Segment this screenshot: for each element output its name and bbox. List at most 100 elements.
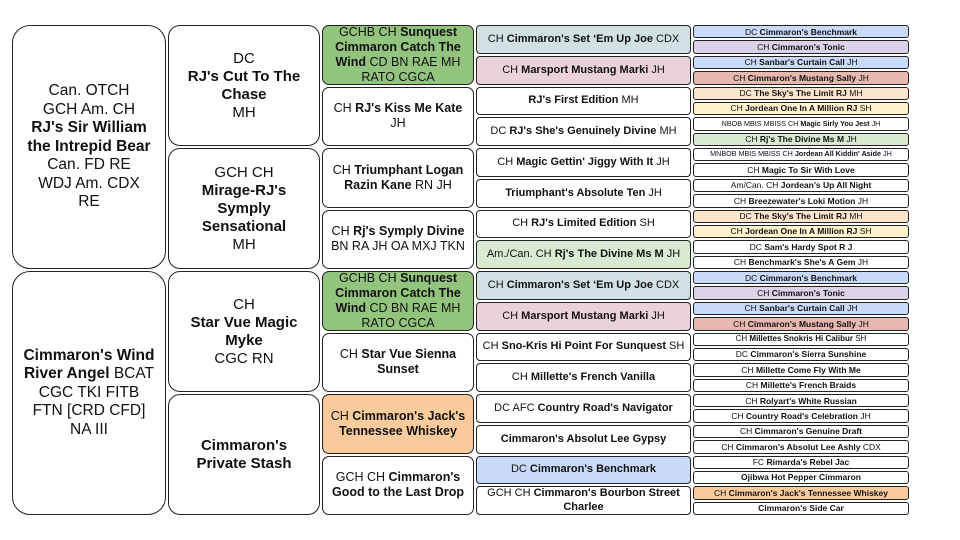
dog-label: CH Millette's French Braids <box>746 380 856 390</box>
dog-titles-prefix: Can. OTCH <box>48 81 130 99</box>
dog-titles-prefix: CH <box>730 103 746 114</box>
dog-name: Magic To Sir With Love <box>761 164 855 175</box>
dog-name: Cimmaron's Absolut Lee Gypsy <box>500 432 667 445</box>
dog-titles-prefix: CH <box>745 380 761 391</box>
dog-name: Cimmaron's Bourbon Street Charlee <box>533 487 680 513</box>
dog-label: DC Cimmaron's Benchmark <box>745 273 857 283</box>
dog-label: CH Cimmaron's Mustang Sally JH <box>733 319 869 329</box>
gen5-dog-box: CH Cimmaron's Jack's Tennessee Whiskey <box>693 486 909 500</box>
dog-name: Sno-Kris Hi Point For Sunquest <box>501 340 666 353</box>
dog-label: Am/Can. CH Jordean's Up All Night <box>731 180 872 190</box>
dog-label: CH Breezewater's Loki Motion JH <box>734 196 868 206</box>
dog-label: CH Marsport Mustang Marki JH <box>502 310 665 323</box>
dog-name: Cimmaron's Mustang Sally <box>747 72 857 83</box>
dog-name: RJ's Kiss Me Kate <box>355 101 463 116</box>
dog-name: Cimmaron's Tonic <box>771 41 845 52</box>
dog-name: Cimmaron's Jack's Tennessee Whiskey <box>339 408 466 438</box>
dog-name: RJ's Sir William the Intrepid Bear <box>27 119 151 155</box>
dog-name: Country Road's Navigator <box>537 401 673 414</box>
dog-name: Triumphant's Absolute Ten <box>505 186 646 199</box>
gen5-dog-box: FC Rimarda's Rebel Jac <box>693 455 909 469</box>
gen5-dog-box: DC Cimmaron's Benchmark <box>693 271 909 285</box>
dog-name: RJ's Cut To The Chase <box>187 67 301 103</box>
dog-label: CH Cimmaron's Tonic <box>757 42 845 52</box>
dog-name: Millette Come Fly With Me <box>755 364 861 375</box>
dog-name: Cimmaron's Set ‘Em Up Joe <box>506 32 653 45</box>
dog-name: RJ's She's Genuinely Divine <box>509 125 657 138</box>
dog-name: Triumphant Logan Razin Kane <box>344 162 464 192</box>
dog-name: The Sky's The Limit RJ <box>754 88 847 99</box>
dog-titles-prefix: CH <box>502 309 522 322</box>
dog-titles-prefix: CH <box>331 224 354 239</box>
dog-titles-suffix: BCAT <box>109 365 155 383</box>
gen5-dog-box: CH Breezewater's Loki Motion JH <box>693 194 909 208</box>
dog-titles-suffix: WDJ Am. CDX <box>38 174 140 192</box>
gen5-dog-box: Cimmaron's Side Car <box>693 501 909 515</box>
dog-titles-prefix: GCH Am. CH <box>42 100 136 118</box>
dog-name: Cimmaron's Benchmark <box>529 463 657 476</box>
gen5-dog-box: CH Millette's French Braids <box>693 378 909 392</box>
gen4-dog-box: CH Millette's French Vanilla <box>476 363 691 392</box>
dog-name: Country Road's Celebration <box>745 410 858 421</box>
dog-label: CH Jordean One In A Million RJ SH <box>730 103 871 113</box>
dog-titles-suffix: JH <box>855 257 869 268</box>
gen5-dog-box: CH Sanbar's Curtain Call JH <box>693 301 909 316</box>
dog-label: CH Cimmaron's Tonic <box>757 288 845 298</box>
dog-titles-suffix: MH <box>846 211 863 222</box>
gen3-dog-box: CH RJ's Kiss Me Kate JH <box>322 86 474 146</box>
dog-label: Cimmaron's Private Stash <box>177 437 311 473</box>
dog-titles-suffix: JH <box>856 72 869 83</box>
dog-label: CH Cimmaron's Absolut Lee Ashly CDX <box>721 442 881 452</box>
dog-titles-suffix: RE <box>78 193 100 211</box>
dog-titles-suffix: SH <box>857 226 872 237</box>
dog-titles-suffix: CD BN RAE MH RATO CGCA <box>361 54 461 84</box>
dog-label: CH Star Vue Sienna Sunset <box>329 347 467 377</box>
dog-titles-prefix: DC <box>739 211 755 222</box>
dog-titles-suffix: JH <box>856 318 869 329</box>
dog-titles-suffix: SH <box>853 334 867 344</box>
dog-titles-prefix: CH <box>744 57 760 68</box>
dog-label: Ojibwa Hot Pepper Cimmaron <box>741 472 861 482</box>
gen5-dog-box: CH Cimmaron's Absolut Lee Ashly CDX <box>693 440 909 454</box>
gen4-dog-box: Am./Can. CH Rj's The Divine Ms M JH <box>476 240 691 269</box>
dog-label: CH Marsport Mustang Marki JH <box>502 64 665 77</box>
dog-label: MNBOB MBIS MBISS CH Jordean All Kiddin' … <box>710 150 892 159</box>
dog-titles-suffix: CDX <box>652 278 680 291</box>
dog-name: Rolyart's White Russian <box>759 395 857 406</box>
gen5-dog-box: CH Sanbar's Curtain Call JH <box>693 55 909 70</box>
dog-name: Marsport Mustang Marki <box>521 309 649 322</box>
dog-titles-suffix: MH <box>232 103 256 121</box>
dog-titles-prefix: DC <box>233 49 255 67</box>
dog-label: NBOB MBIS MBISS CH Magic Sirly You Jest … <box>722 119 881 129</box>
dog-titles-prefix: Am/Can. CH <box>730 180 781 191</box>
dog-label: CH RJ's Limited Edition SH <box>512 217 655 230</box>
gen5-dog-box: CH Cimmaron's Genuine Draft <box>693 424 909 439</box>
dog-label: CH Country Road's Celebration JH <box>731 411 870 421</box>
dog-name: Cimmaron's Side Car <box>758 503 844 514</box>
dog-titles-suffix: CD BN RAE MH RATO CGCA <box>361 300 461 330</box>
dog-titles-suffix: NA III <box>70 420 108 438</box>
gen4-dog-box: CH Magic Gettin' Jiggy With It JH <box>476 148 691 177</box>
dog-label: CH Rj's Symply Divine BN RA JH OA MXJ TK… <box>329 224 467 254</box>
dog-name: Star Vue Sienna Sunset <box>361 347 457 377</box>
dog-name: Jordean One In A Million RJ <box>745 103 858 114</box>
dog-titles-prefix: DC <box>735 349 751 360</box>
gen5-dog-box: CH Benchmark's She's A Gem JH <box>693 255 909 269</box>
dog-label: CH Rolyart's White Russian <box>745 396 857 406</box>
dog-name: Mirage-RJ's Symply Sensational <box>201 181 287 235</box>
dog-label: GCH CH Cimmaron's Good to the Last Drop <box>329 470 467 500</box>
gen5-dog-box: NBOB MBIS MBISS CH Magic Sirly You Jest … <box>693 117 909 131</box>
gen5-dog-box: CH Cimmaron's Mustang Sally JH <box>693 71 909 85</box>
dog-label: CH Rj's The Divine Ms M JH <box>745 134 857 144</box>
dog-name: Cimmaron's Mustang Sally <box>747 318 857 329</box>
dog-name: Cimmaron's Jack's Tennessee Whiskey <box>728 487 888 498</box>
gen5-dog-box: CH Magic To Sir With Love <box>693 163 909 177</box>
gen4-dog-box: DC Cimmaron's Benchmark <box>476 455 691 485</box>
